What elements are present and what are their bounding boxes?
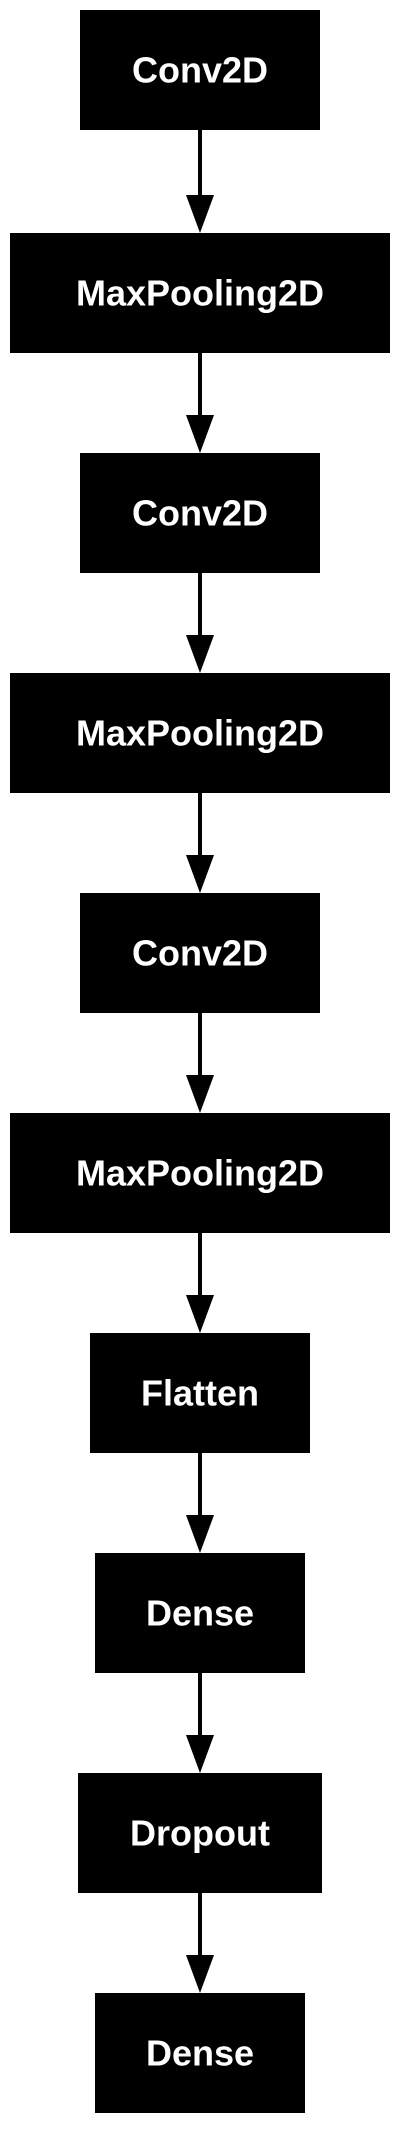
node-conv2d-3-label: Conv2D — [132, 933, 268, 974]
node-maxpooling2d-1-label: MaxPooling2D — [76, 273, 324, 314]
node-flatten: Flatten — [90, 1333, 310, 1453]
node-dense-2-label: Dense — [146, 2033, 254, 2074]
node-conv2d-1-label: Conv2D — [132, 50, 268, 91]
node-maxpooling2d-2: MaxPooling2D — [10, 673, 390, 793]
edge-dropout-to-dense-2 — [186, 1893, 214, 1993]
edge-conv2d-1-to-maxpooling2d-1 — [186, 130, 214, 233]
node-dropout: Dropout — [78, 1773, 322, 1893]
node-maxpooling2d-3: MaxPooling2D — [10, 1113, 390, 1233]
node-conv2d-1: Conv2D — [80, 10, 320, 130]
edge-conv2d-2-to-maxpooling2d-2 — [186, 573, 214, 673]
node-dense-1-label: Dense — [146, 1593, 254, 1634]
node-dropout-label: Dropout — [130, 1813, 270, 1854]
node-maxpooling2d-2-label: MaxPooling2D — [76, 713, 324, 754]
node-maxpooling2d-3-label: MaxPooling2D — [76, 1153, 324, 1194]
edge-maxpooling2d-2-to-conv2d-3 — [186, 793, 214, 893]
node-conv2d-2-label: Conv2D — [132, 493, 268, 534]
edge-flatten-to-dense-1 — [186, 1453, 214, 1553]
edge-dense-1-to-dropout — [186, 1673, 214, 1773]
node-conv2d-3: Conv2D — [80, 893, 320, 1013]
node-dense-2: Dense — [95, 1993, 305, 2113]
edge-maxpooling2d-3-to-flatten — [186, 1233, 214, 1333]
node-dense-1: Dense — [95, 1553, 305, 1673]
node-conv2d-2: Conv2D — [80, 453, 320, 573]
node-flatten-label: Flatten — [141, 1373, 259, 1414]
edge-conv2d-3-to-maxpooling2d-3 — [186, 1013, 214, 1113]
node-maxpooling2d-1: MaxPooling2D — [10, 233, 390, 353]
edge-maxpooling2d-1-to-conv2d-2 — [186, 353, 214, 453]
